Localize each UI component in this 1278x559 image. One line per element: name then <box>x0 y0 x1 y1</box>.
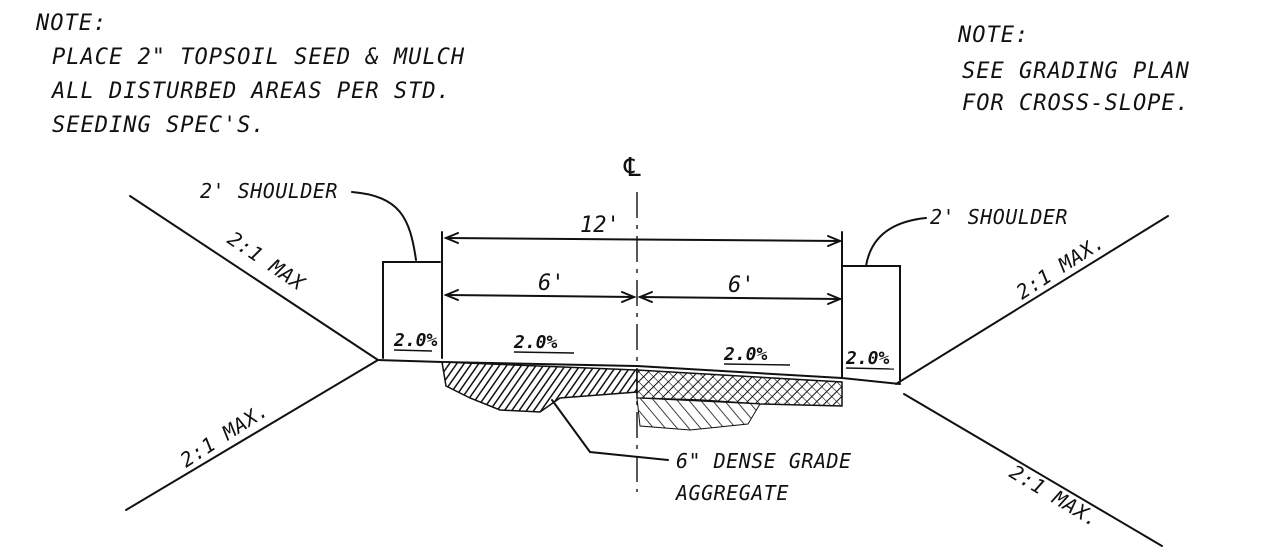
left-shoulder-leader <box>351 191 417 261</box>
base-material-callout: 6" DENSE GRADE AGGREGATE <box>551 399 852 505</box>
finished-grade-line <box>377 359 901 385</box>
left-note-line-3: SEEDING SPEC'S. <box>52 113 266 138</box>
underline-left-shoulder <box>393 349 433 352</box>
upper-left-slope-line <box>129 195 379 361</box>
right-shoulder-outline <box>841 265 901 383</box>
dim-line-6-left <box>445 294 635 298</box>
slope-label-lower-right: 2:1 MAX. <box>1005 460 1103 532</box>
shoulder-labels: 2' SHOULDER 2' SHOULDER <box>200 179 1068 267</box>
slope-label-lower-left: 2:1 MAX. <box>176 397 273 472</box>
right-shoulder-leader <box>865 217 927 267</box>
right-note-heading: NOTE: <box>957 23 1029 48</box>
dim-arrow-12-left <box>443 232 459 244</box>
base-hatch-left <box>441 361 638 413</box>
left-shoulder-outline <box>382 261 441 359</box>
dim-text-6-right: 6' <box>728 273 755 298</box>
underline-right-lane <box>723 363 791 366</box>
slope-label-upper-right: 2:1 MAX. <box>1012 229 1109 304</box>
dim-line-6-right <box>639 296 841 300</box>
left-note-line-1: PLACE 2" TOPSOIL SEED & MULCH <box>52 45 465 70</box>
lower-right-slope-line <box>903 393 1163 547</box>
dim-arrow-6-right-b <box>827 293 843 305</box>
underline-right-shoulder <box>845 367 895 370</box>
dim-arrow-6-left-b <box>621 291 637 303</box>
lower-left-slope-line <box>125 359 379 511</box>
right-note: NOTE: SEE GRADING PLAN FOR CROSS-SLOPE. <box>957 23 1190 116</box>
right-shoulder-label: 2' SHOULDER <box>930 205 1068 229</box>
dim-line-12 <box>445 237 841 242</box>
right-note-line-1: SEE GRADING PLAN <box>962 59 1190 84</box>
dimensions: 12' 6' 6' <box>443 213 843 305</box>
base-material-line-1: 6" DENSE GRADE <box>676 449 852 473</box>
left-note-line-2: ALL DISTURBED AREAS PER STD. <box>50 79 451 104</box>
underline-left-lane <box>513 351 575 354</box>
cross-slope-left-lane: 2.0% <box>513 332 558 353</box>
aggregate-base <box>441 361 843 431</box>
dim-arrow-12-right <box>827 235 843 247</box>
dim-arrow-6-right-a <box>637 291 653 303</box>
centerline-symbol: ℄ <box>623 153 641 183</box>
dim-text-6-left: 6' <box>538 271 565 296</box>
cross-slope-left-shoulder: 2.0% <box>393 330 438 351</box>
roadway-section <box>377 231 901 385</box>
subgrade-hatch-right <box>636 397 761 431</box>
cross-slope-labels: 2.0% 2.0% 2.0% 2.0% <box>393 330 895 370</box>
cross-slope-right-shoulder: 2.0% <box>845 348 890 369</box>
side-slope-lines <box>125 195 1169 547</box>
base-material-line-2: AGGREGATE <box>674 481 789 505</box>
right-note-line-2: FOR CROSS-SLOPE. <box>962 91 1190 116</box>
cross-slope-right-lane: 2.0% <box>723 344 768 365</box>
dim-text-12: 12' <box>580 213 620 238</box>
left-shoulder-label: 2' SHOULDER <box>200 179 338 203</box>
dim-arrow-6-left-a <box>443 289 459 301</box>
left-note-heading: NOTE: <box>35 11 107 36</box>
left-note: NOTE: PLACE 2" TOPSOIL SEED & MULCH ALL … <box>35 11 465 138</box>
centerline: ℄ <box>623 153 641 492</box>
base-material-leader <box>551 399 669 461</box>
upper-right-slope-line <box>895 215 1169 385</box>
